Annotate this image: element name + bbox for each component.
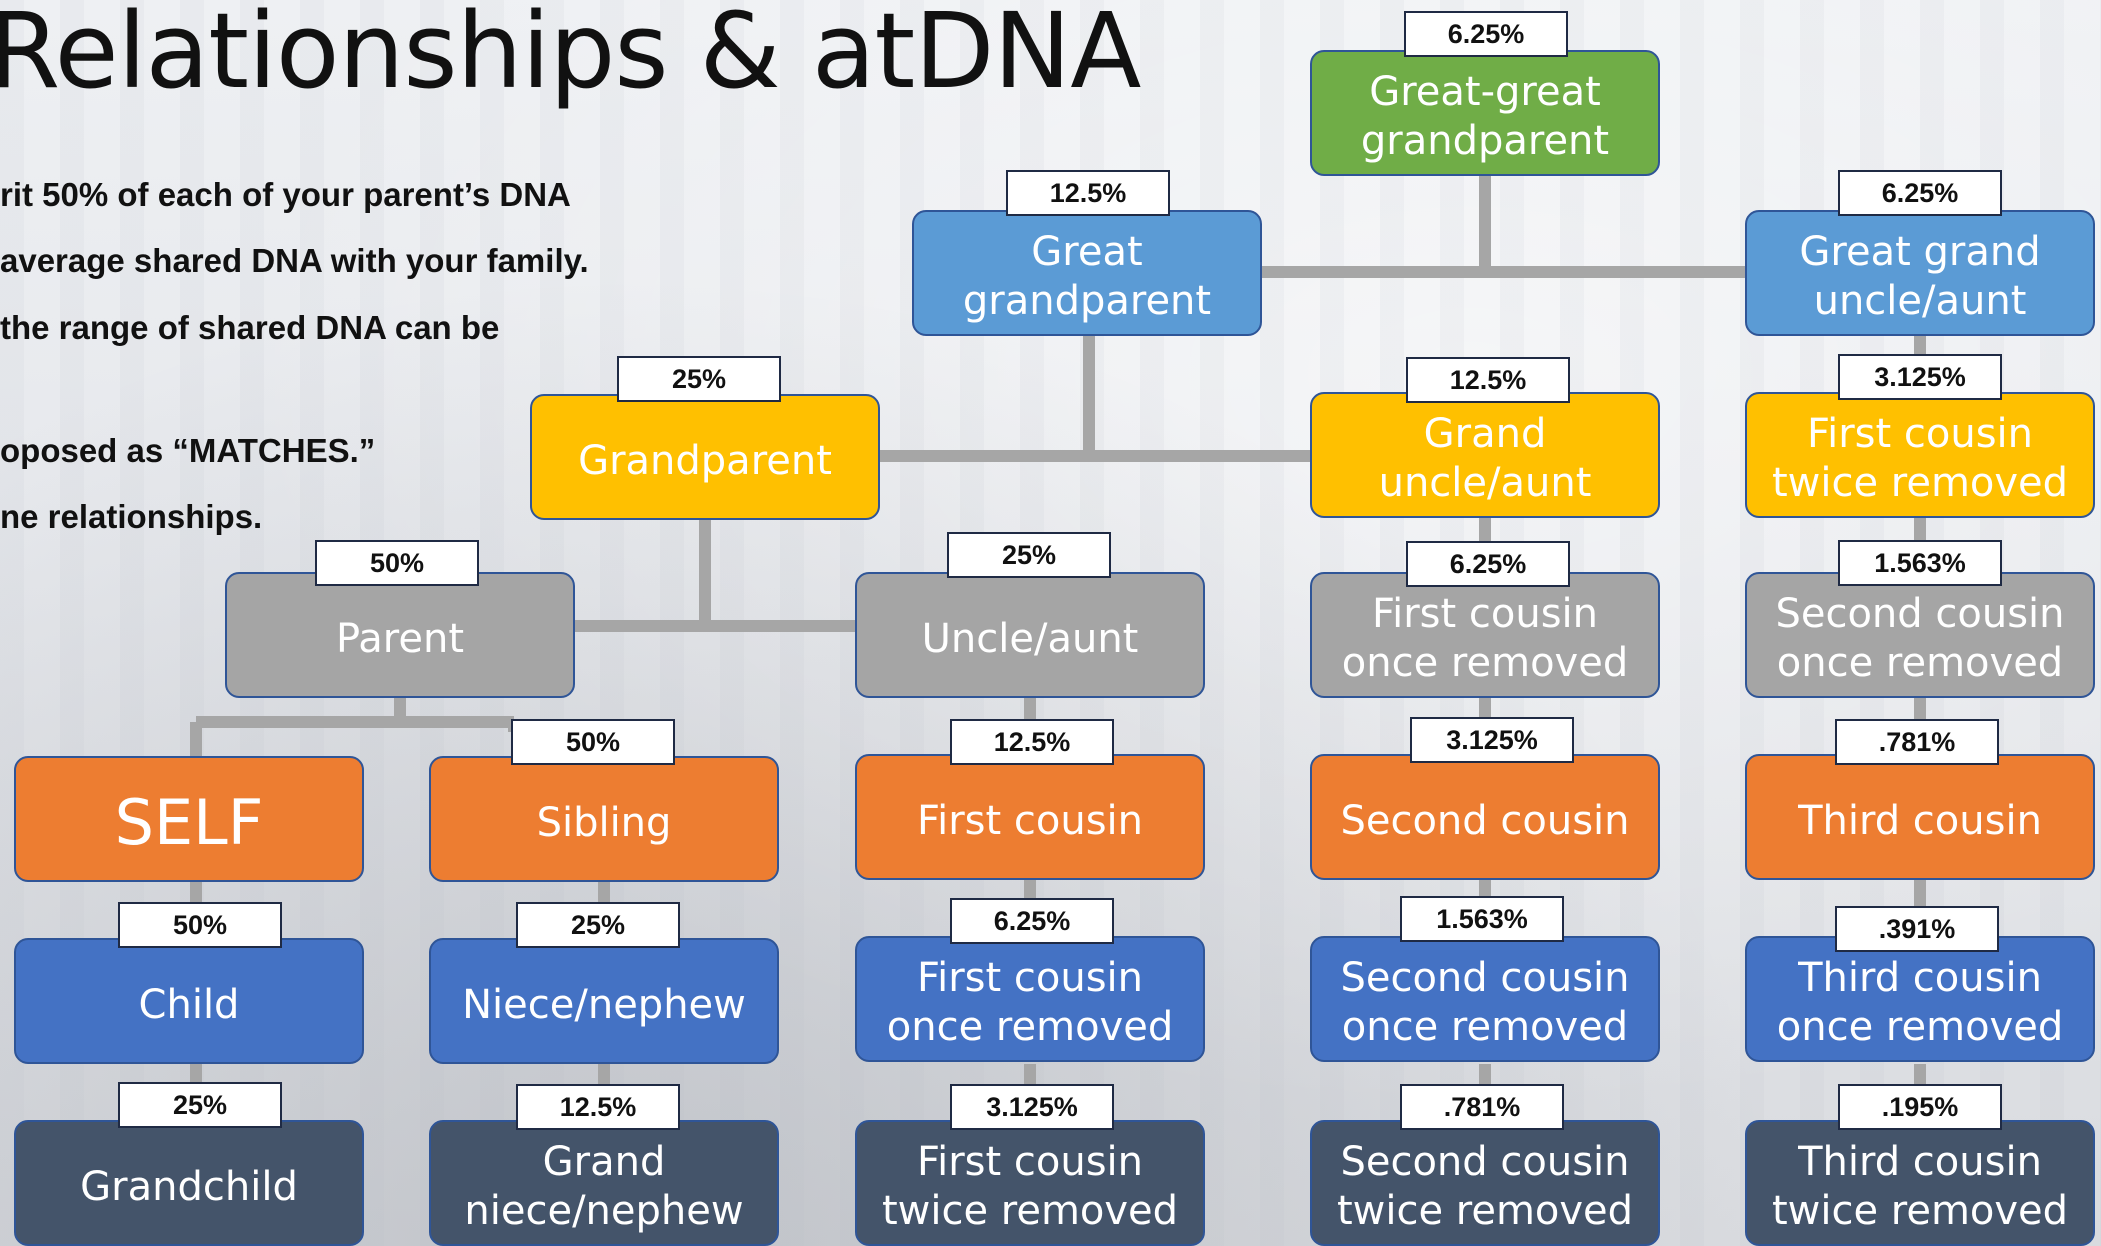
percent-badge: 3.125%: [950, 1084, 1114, 1130]
node-label: Third cousin twice removed: [1771, 1139, 2069, 1234]
intro-line: rit 50% of each of your parent’s DNA: [0, 176, 571, 213]
percent-badge: .781%: [1835, 719, 1999, 765]
node-niece-nephew: Niece/nephew: [429, 938, 779, 1064]
percent-badge: 12.5%: [1006, 170, 1170, 216]
percent-badge: 25%: [516, 902, 680, 948]
percent-badge: .391%: [1835, 906, 1999, 952]
node-third-cousin-twice-removed: Third cousin twice removed: [1745, 1120, 2095, 1246]
node-label: SELF: [114, 786, 264, 860]
node-second-cousin: Second cousin: [1310, 754, 1660, 880]
node-third-cousin-once-removed: Third cousin once removed: [1745, 936, 2095, 1062]
percent-badge: 50%: [118, 902, 282, 948]
node-label: Grandchild: [80, 1163, 298, 1210]
percent-badge: .195%: [1838, 1084, 2002, 1130]
node-sibling: Sibling: [429, 756, 779, 882]
node-label: Third cousin: [1798, 797, 2042, 844]
intro-line: average shared DNA with your family.: [0, 242, 589, 279]
node-second-cousin-twice-removed: Second cousin twice removed: [1310, 1120, 1660, 1246]
intro-line: the range of shared DNA can be: [0, 309, 500, 346]
percent-badge: 6.25%: [950, 898, 1114, 944]
node-label: Grand niece/nephew: [464, 1139, 744, 1234]
node-label: Great grandparent: [962, 229, 1212, 324]
node-label: Third cousin once removed: [1776, 955, 2064, 1050]
percent-badge: 12.5%: [516, 1084, 680, 1130]
intro-line: ne relationships.: [0, 498, 263, 535]
percent-badge: 25%: [118, 1082, 282, 1128]
node-label: First cousin twice removed: [881, 1139, 1179, 1234]
percent-badge: 6.25%: [1838, 170, 2002, 216]
node-label: Child: [138, 981, 240, 1028]
percent-badge: 3.125%: [1838, 354, 2002, 400]
node-uncle-aunt: Uncle/aunt: [855, 572, 1205, 698]
page-title: Relationships & atDNA: [0, 0, 1141, 112]
node-label: Great grand uncle/aunt: [1799, 229, 2041, 324]
node-label: Grand uncle/aunt: [1378, 411, 1592, 506]
node-label: Parent: [335, 615, 465, 662]
percent-badge: 1.563%: [1400, 896, 1564, 942]
node-first-cousin-once-removed-up: First cousin once removed: [1310, 572, 1660, 698]
percent-badge: 6.25%: [1406, 541, 1570, 587]
node-first-cousin: First cousin: [855, 754, 1205, 880]
node-label: Uncle/aunt: [921, 615, 1139, 662]
node-grand-uncle-aunt: Grand uncle/aunt: [1310, 392, 1660, 518]
node-parent: Parent: [225, 572, 575, 698]
node-label: Second cousin once removed: [1775, 591, 2065, 686]
node-grandparent: Grandparent: [530, 394, 880, 520]
node-label: Second cousin: [1340, 797, 1630, 844]
node-label: First cousin once removed: [886, 955, 1174, 1050]
node-great-grand-uncle-aunt: Great grand uncle/aunt: [1745, 210, 2095, 336]
percent-badge: 12.5%: [950, 719, 1114, 765]
percent-badge: 3.125%: [1410, 717, 1574, 763]
node-label: Second cousin twice removed: [1336, 1139, 1634, 1234]
node-great-great-grandparent: Great-great grandparent: [1310, 50, 1660, 176]
node-label: Great-great grandparent: [1360, 69, 1610, 164]
node-first-cousin-twice-removed-up: First cousin twice removed: [1745, 392, 2095, 518]
node-label: Grandparent: [578, 437, 832, 484]
node-label: Second cousin once removed: [1340, 955, 1630, 1050]
percent-badge: 50%: [315, 540, 479, 586]
node-grandchild: Grandchild: [14, 1120, 364, 1246]
percent-badge: 6.25%: [1404, 11, 1568, 57]
node-child: Child: [14, 938, 364, 1064]
percent-badge: 50%: [511, 719, 675, 765]
percent-badge: 25%: [947, 532, 1111, 578]
node-first-cousin-twice-removed-down: First cousin twice removed: [855, 1120, 1205, 1246]
node-grand-niece-nephew: Grand niece/nephew: [429, 1120, 779, 1246]
node-great-grandparent: Great grandparent: [912, 210, 1262, 336]
node-label: Sibling: [536, 799, 672, 846]
node-label: Niece/nephew: [462, 981, 746, 1028]
node-second-cousin-once-removed-up: Second cousin once removed: [1745, 572, 2095, 698]
node-label: First cousin once removed: [1341, 591, 1629, 686]
node-label: First cousin: [916, 797, 1143, 844]
node-label: First cousin twice removed: [1771, 411, 2069, 506]
percent-badge: 12.5%: [1406, 357, 1570, 403]
node-third-cousin: Third cousin: [1745, 754, 2095, 880]
node-first-cousin-once-removed-down: First cousin once removed: [855, 936, 1205, 1062]
node-self: SELF: [14, 756, 364, 882]
percent-badge: .781%: [1400, 1084, 1564, 1130]
node-second-cousin-once-removed-down: Second cousin once removed: [1310, 936, 1660, 1062]
intro-line: oposed as “MATCHES.”: [0, 432, 376, 469]
percent-badge: 25%: [617, 356, 781, 402]
percent-badge: 1.563%: [1838, 540, 2002, 586]
